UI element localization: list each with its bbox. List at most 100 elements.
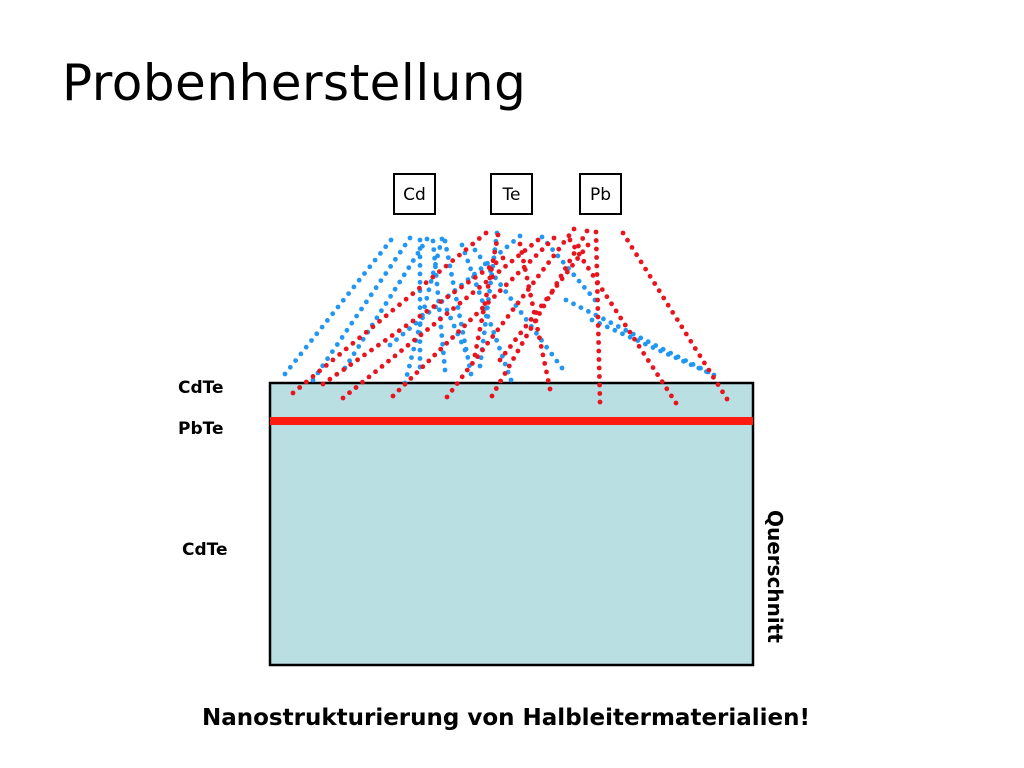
flux-dot [546,260,551,265]
flux-dot [615,324,621,329]
flux-dot [414,370,420,375]
flux-dot [402,242,408,248]
flux-dot [609,301,614,307]
flux-dot [417,322,423,328]
flux-dot [334,342,340,347]
flux-dot [383,313,389,319]
flux-dot [373,369,378,375]
flux-dot [589,317,595,323]
flux-dot [360,336,366,342]
flux-dot [627,334,633,340]
flux-dot [498,378,503,384]
flux-dot [497,357,503,363]
flux-dot [445,255,451,260]
flux-dot [597,382,602,388]
flux-dot [498,282,503,288]
flux-dot [368,292,374,298]
flux-dot [459,339,464,345]
flux-dot [641,351,647,356]
flux-dot [463,247,469,253]
flux-dot [511,356,516,361]
flux-dot [433,264,438,270]
flux-dot [474,344,479,349]
flux-dot [356,277,362,283]
flux-dot [681,358,686,364]
flux-dot [477,363,483,369]
flux-dot [509,276,515,282]
flux-dot [388,264,393,269]
flux-dot [478,355,484,361]
flux-dot [438,346,444,352]
flux-dot [502,350,508,356]
flux-dot [442,367,448,373]
flux-dot [500,353,505,359]
flux-dot [457,252,462,258]
flux-dot [724,396,730,402]
flux-dot [334,371,340,377]
flux-dot [595,314,601,320]
flux-dot [430,274,436,280]
flux-dot [351,351,357,357]
flux-dot [665,352,671,357]
flux-dot [444,246,449,252]
flux-dot [474,282,479,288]
source-te-label: Te [502,185,521,205]
flux-dot [390,307,396,313]
flux-dot [468,266,473,272]
flux-dot [343,346,349,352]
layer-label-cdte-bottom: CdTe [182,540,228,560]
flux-dot [564,269,570,275]
flux-dot [533,253,539,258]
flux-dot [310,374,316,379]
flux-dot [595,280,601,285]
flux-dot [650,345,656,350]
flux-dot [601,316,606,322]
flux-dot [409,355,414,360]
cdte-trajectory-6 [442,238,474,377]
flux-dot [383,301,389,306]
flux-dot [323,363,329,368]
flux-dot [455,305,461,310]
flux-dot [337,352,342,357]
flux-dot [625,237,630,243]
flux-dot [474,311,479,317]
flux-dot [423,280,429,286]
flux-dot [417,246,423,251]
flux-dot [454,381,460,386]
flux-dot [488,322,494,327]
flux-dot [586,265,591,271]
flux-dot [410,291,416,297]
flux-dot [638,259,644,265]
flux-dot [484,292,489,298]
flux-dot [620,230,626,236]
flux-dot [325,356,330,362]
source-pb-box [579,173,622,215]
flux-dot [477,254,483,260]
flux-dot [508,296,514,301]
flux-dot [417,347,423,353]
flux-dot [613,308,619,314]
source-pb: Pb [579,173,622,215]
cdte-trajectory-14 [444,307,468,353]
pb-trajectory-24 [567,237,679,406]
flux-dot [444,307,450,313]
flux-dot [396,387,402,393]
flux-dot [596,331,601,337]
flux-dot [484,313,489,319]
flux-dot [483,279,489,285]
flux-dot [521,258,526,264]
flux-dot [417,356,423,361]
flux-dot [407,235,413,241]
flux-dot [388,293,393,299]
flux-dot [392,286,398,292]
flux-dot [437,307,442,313]
flux-dot [518,310,524,315]
flux-dot [595,297,600,303]
flux-dot [496,269,502,274]
flux-dot [570,262,575,268]
flux-dot [476,290,482,295]
flux-dot [479,318,484,324]
flux-dot [500,320,506,326]
flux-dot [643,341,648,347]
